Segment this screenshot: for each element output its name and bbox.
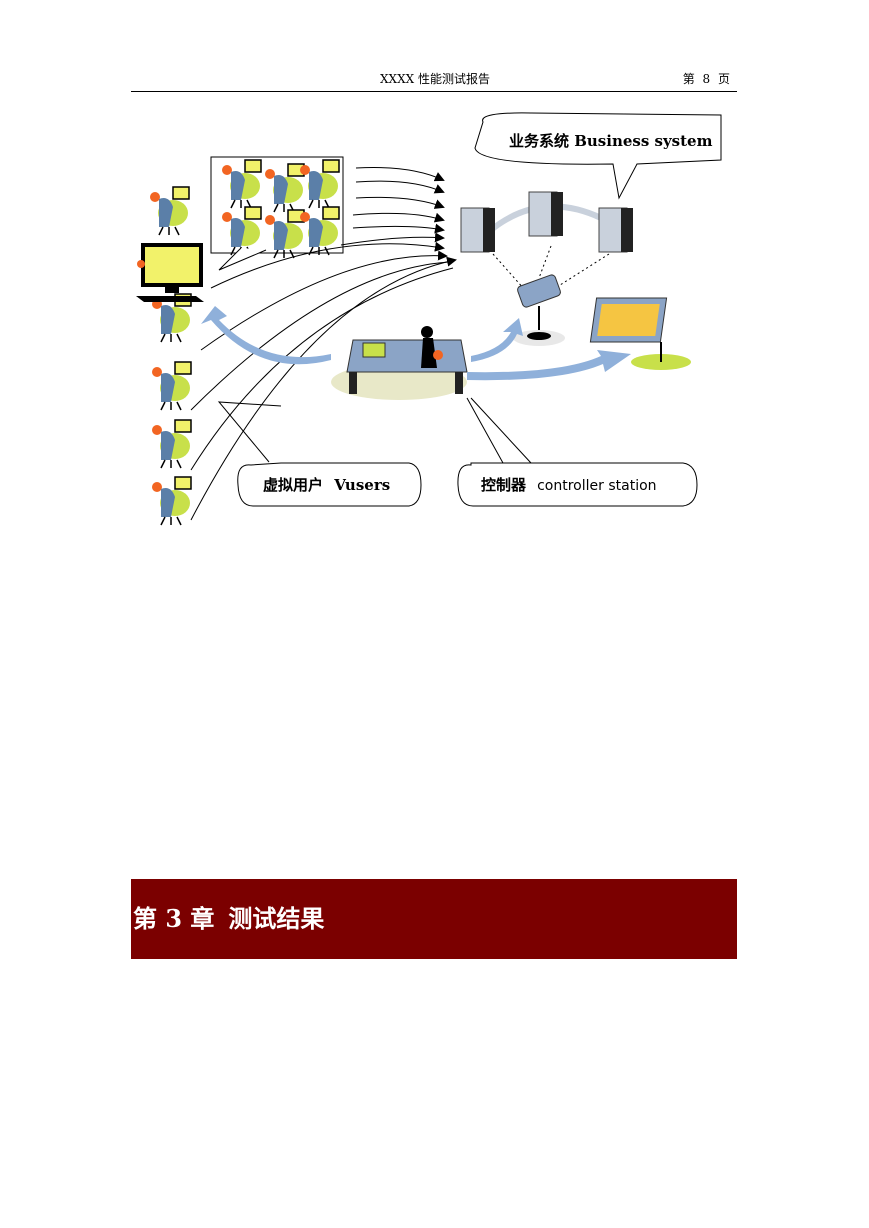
svg-text:控制器 controller station: 控制器 controller station (481, 475, 657, 494)
svg-text:虚拟用户 Vusers: 虚拟用户 Vusers (263, 476, 390, 494)
vuser-column-icons (149, 186, 192, 526)
controller-label-cn: 控制器 (481, 476, 527, 494)
analysis-display-icon (589, 297, 691, 370)
chapter-number: 第 3 章 (133, 904, 215, 933)
controller-station-icon (331, 326, 468, 400)
vusers-label-cn: 虚拟用户 (263, 476, 323, 494)
page-number: 第 8 页 (682, 72, 730, 86)
controller-label-en: controller station (537, 478, 656, 494)
report-title: XXXX 性能测试报告 (380, 72, 490, 86)
controller-callout: 控制器 controller station (457, 397, 698, 507)
chapter-heading: 第 3 章测试结果 (133, 899, 324, 934)
vuser-grid-icons (221, 159, 340, 259)
load-test-architecture-figure: 业务系统 Business system (131, 110, 731, 535)
vusers-label-en: Vusers (333, 476, 390, 494)
chapter-heading-band: 第 3 章测试结果 (131, 879, 737, 959)
request-arrows (190, 167, 457, 521)
chapter-title: 测试结果 (228, 904, 325, 933)
business-system-label: 业务系统 Business system (509, 132, 713, 150)
monitor-icon (136, 243, 204, 302)
header-divider (131, 91, 737, 92)
server-icons (460, 191, 633, 253)
control-flow-arrows (201, 306, 631, 381)
business-system-callout: 业务系统 Business system (474, 112, 722, 200)
monitor-camera-icon (492, 245, 610, 346)
vusers-callout: 虚拟用户 Vusers (217, 401, 422, 507)
